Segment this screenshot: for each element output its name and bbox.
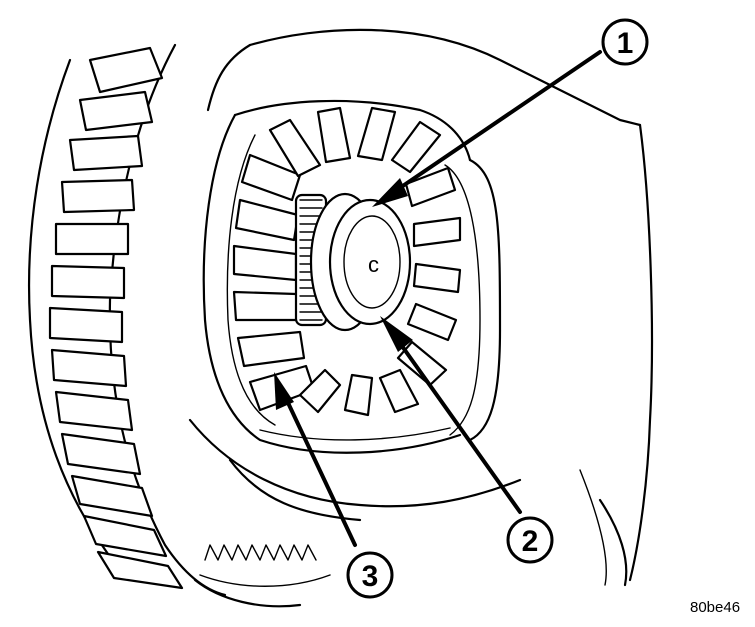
callout-2: 2	[506, 516, 554, 564]
ring-gear-teeth	[48, 46, 184, 590]
svg-text:c: c	[368, 252, 379, 277]
callout-2-label: 2	[522, 525, 539, 558]
callout-1-label: 1	[617, 27, 634, 60]
carrier-housing	[188, 28, 654, 587]
figure-id: 80be46	[690, 599, 740, 616]
axle-shaft-end: c	[328, 198, 412, 326]
callout-3: 3	[346, 551, 394, 599]
differential-case	[202, 99, 472, 454]
leader-arrows	[274, 50, 602, 547]
callout-1: 1	[601, 18, 649, 66]
ring-gear	[27, 43, 331, 608]
pinion-teeth	[193, 544, 331, 608]
callout-3-label: 3	[362, 560, 379, 593]
